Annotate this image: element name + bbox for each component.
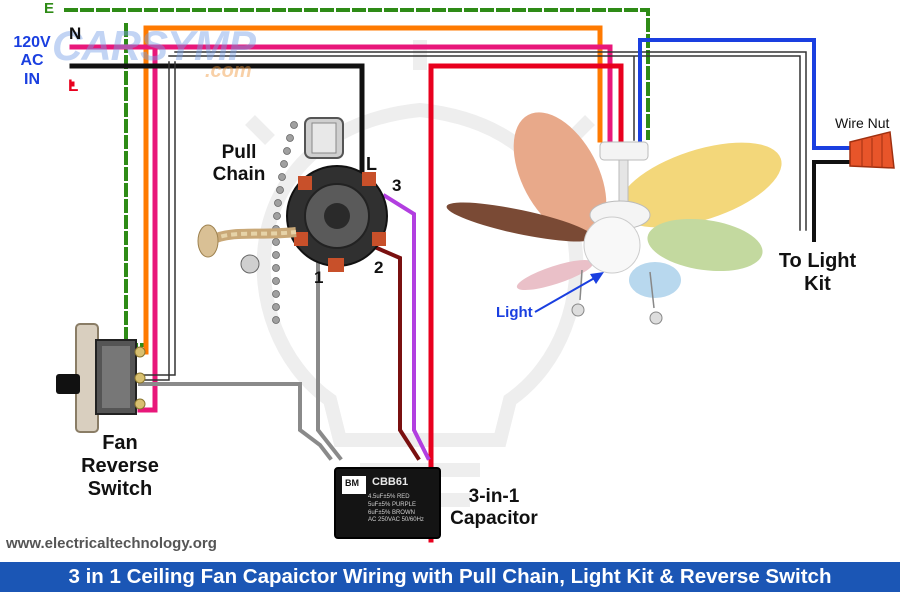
terminal-l-label: L [366, 154, 377, 174]
footer-title: 3 in 1 Ceiling Fan Capaictor Wiring with… [68, 565, 832, 588]
live-wire [69, 63, 624, 543]
grey-wire [138, 260, 343, 461]
wire-nut-label: Wire Nut [835, 115, 890, 131]
capacitor-model: CBB61 [372, 476, 409, 488]
terminal-1-label: 1 [314, 268, 324, 287]
capacitor-brand-logo: BM [345, 478, 359, 488]
capacitor-body [334, 467, 441, 539]
capacitor-spec3: 6uF±5% BROWN [368, 509, 415, 516]
ac-text: AC [20, 52, 44, 70]
footer-bar [0, 562, 900, 592]
reverse-switch-line1: Fan [102, 432, 138, 454]
light-kit-line2: Kit [804, 273, 831, 295]
light-kit-black-wire [812, 160, 857, 242]
pull-chain-switch [286, 117, 388, 272]
brown-wire [367, 242, 421, 461]
neutral-label: N [69, 24, 82, 43]
capacitor-spec2: 5uF±5% PURPLE [368, 501, 416, 508]
reverse-switch [56, 323, 146, 433]
pull-chain-line1: Pull [221, 142, 257, 163]
terminal-3-label: 3 [392, 176, 402, 195]
orange-wire [143, 25, 603, 355]
logo-watermark: CARSYMP [52, 22, 256, 69]
capacitor-line2: Capacitor [450, 507, 538, 529]
ceiling-fan [446, 112, 782, 325]
terminal-2-label: 2 [374, 258, 384, 277]
blue-wire [638, 38, 857, 150]
in-text: IN [24, 70, 40, 88]
reverse-switch-line3: Switch [87, 478, 153, 500]
earth-label: E [44, 0, 55, 17]
pink-wire [69, 44, 613, 413]
capacitor-spec1: 4.5uF±5% RED [368, 494, 410, 500]
purple-wire [382, 193, 431, 461]
capacitor-label: 3-in-1 Capacitor [444, 486, 544, 530]
reverse-switch-line2: Reverse [81, 455, 159, 477]
site-url: www.electricaltechnology.org [6, 535, 217, 552]
capacitor-specs: 4.5uF±5% RED 5uF±5% PURPLE 6uF±5% BROWN … [368, 494, 424, 525]
pull-chain-label: Pull Chain [204, 142, 274, 186]
light-arrow [534, 272, 604, 313]
logo-watermark-sub: .com [205, 60, 252, 82]
capacitor-line1: 3-in-1 [468, 486, 520, 507]
capacitor-spec4: AC 250VAC 50/60Hz [368, 517, 424, 524]
pull-chain-rope [197, 224, 297, 274]
light-kit-label: To Light Kit [770, 250, 865, 296]
white-wire-b [139, 51, 807, 376]
reverse-switch-label: Fan Reverse Switch [72, 432, 168, 501]
pull-chain-line2: Chain [212, 163, 266, 185]
light-label: Light [496, 304, 533, 321]
white-wire-a [139, 55, 801, 381]
wire-nut [849, 131, 895, 169]
light-kit-line1: To Light [778, 250, 857, 272]
live-label: L [68, 76, 79, 95]
voltage-text: 120V [13, 34, 51, 51]
supply-voltage-label: 120V AC IN [10, 34, 54, 89]
